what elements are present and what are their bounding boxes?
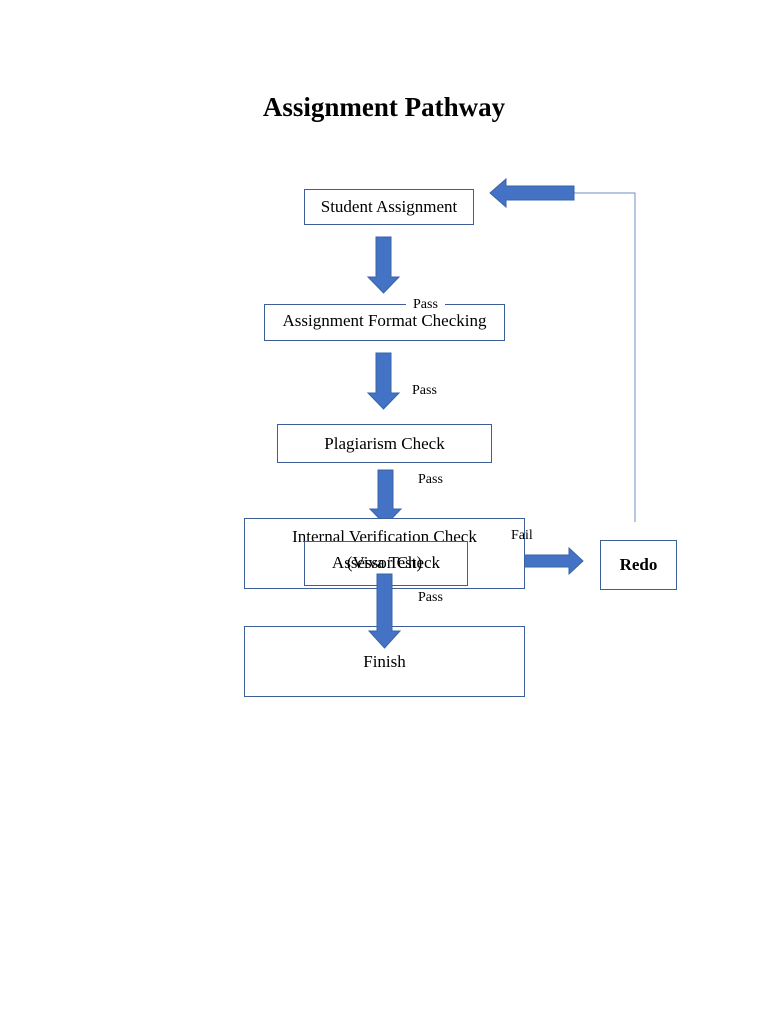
node-label: Assessor Check — [331, 553, 441, 572]
node-label: Assignment Format Checking — [282, 311, 487, 330]
node-label: Redo — [619, 555, 658, 574]
node-format-check: Assignment Format Checking — [264, 304, 505, 341]
node-label: Student Assignment — [320, 197, 458, 216]
node-label: Plagiarism Check — [324, 434, 445, 453]
edge-label-fail: Fail — [511, 528, 533, 543]
down-arrow-2 — [366, 352, 401, 410]
return-arrow — [489, 177, 575, 209]
down-arrow-3 — [368, 469, 403, 526]
edge-label-pass: Pass — [412, 383, 437, 398]
node-label: Finish — [363, 652, 406, 671]
edge-label-pass: Pass — [406, 297, 445, 313]
node-redo: Redo — [600, 540, 677, 590]
edge-label-pass: Pass — [418, 472, 443, 487]
down-arrow-4 — [367, 573, 402, 649]
return-connector-line — [574, 192, 636, 522]
node-sublabel: (Viva Test) — [346, 553, 423, 572]
down-arrow-1 — [366, 236, 401, 294]
node-student-assignment: Student Assignment — [304, 189, 474, 225]
page-title: Assignment Pathway — [262, 92, 506, 122]
node-plagiarism-check: Plagiarism Check — [277, 424, 492, 463]
edge-label-pass: Pass — [418, 590, 443, 605]
